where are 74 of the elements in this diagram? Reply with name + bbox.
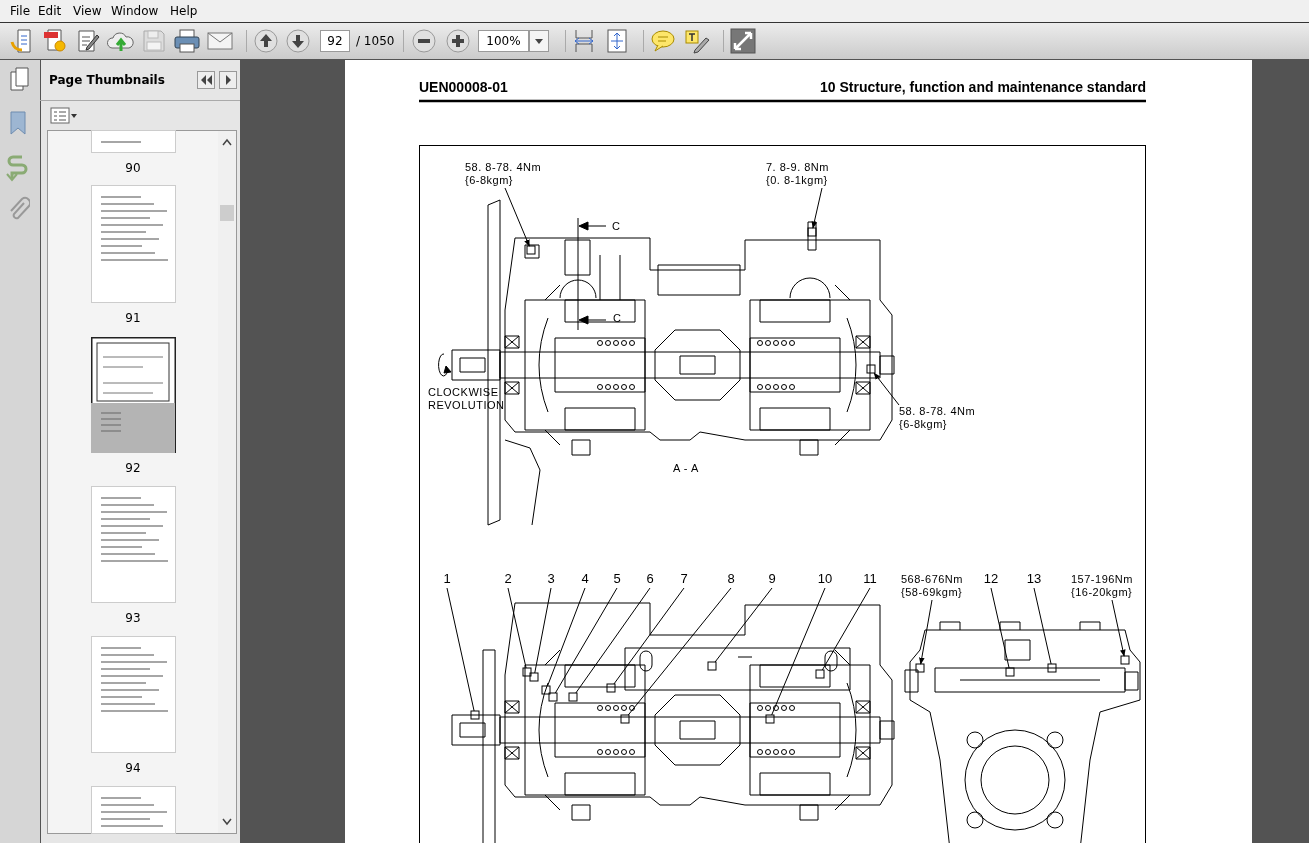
callout-number: 9 [763, 571, 781, 587]
drawing-label: CLOCKWISE REVOLUTION [428, 386, 506, 412]
page-number: 90 [124, 160, 142, 176]
machine-part [522, 667, 532, 677]
torque-label: 58. 8-78. 4Nm {6-8kgm} [465, 161, 553, 187]
callout-number: 3 [542, 571, 560, 587]
leader-line [873, 372, 900, 406]
callout-number: 6 [641, 571, 659, 587]
callout-number: 7 [675, 571, 693, 587]
zoom-field: 100% [478, 30, 529, 52]
menu-item: View [73, 3, 102, 19]
page-number: 93 [124, 610, 142, 626]
torque-label: 7. 8-9. 8Nm {0. 8-1kgm} [766, 161, 838, 187]
machine-part [815, 669, 825, 679]
machine-part [526, 245, 536, 255]
page-number: 92 [124, 460, 142, 476]
panel-title: Page Thumbnails [49, 72, 165, 88]
leader-line [446, 587, 475, 712]
leader-line [507, 587, 527, 669]
leader-line [771, 587, 826, 716]
machine-part [1047, 663, 1057, 673]
torque-label: 58. 8-78. 4Nm {6-8kgm} [899, 405, 987, 431]
callout-number: 8 [722, 571, 740, 587]
machine-part [620, 714, 630, 724]
callout-number: 1 [438, 571, 456, 587]
leader-line [821, 587, 871, 671]
drawing-label: C [613, 312, 622, 325]
page-number-field: 92 [320, 30, 350, 52]
machine-part [807, 227, 817, 237]
page-number: 91 [124, 310, 142, 326]
callout-number: 5 [608, 571, 626, 587]
leader-line [919, 599, 933, 665]
page-header: UEN00008-01 [419, 79, 508, 96]
page-header: 10 Structure, function and maintenance standard [820, 79, 1146, 96]
machine-part [1120, 655, 1130, 665]
leader-line [547, 587, 586, 687]
machine-part [707, 661, 717, 671]
torque-label: 157-196Nm {16-20kgm} [1071, 573, 1146, 599]
machine-part [548, 692, 558, 702]
menu-item: File [10, 3, 31, 19]
leader-line [627, 587, 732, 716]
leader-line [575, 587, 651, 694]
page-count: / 1050 [356, 33, 395, 49]
drawing-label: C [612, 220, 621, 233]
leader-line [1111, 599, 1126, 657]
leader-line [534, 587, 552, 674]
machine-part [529, 672, 539, 682]
leader-line [613, 587, 685, 685]
leader-line [714, 587, 773, 663]
callout-number: 2 [499, 571, 517, 587]
machine-part [541, 685, 551, 695]
leader-line [990, 587, 1010, 669]
callout-number: 10 [814, 571, 836, 587]
menu-item: Edit [38, 3, 62, 19]
menu-item: Window [111, 3, 159, 19]
machine-part [1005, 667, 1015, 677]
drawing-label: A - A [673, 462, 699, 475]
callout-number: 4 [576, 571, 594, 587]
page-number: 94 [124, 760, 142, 776]
machine-part [470, 710, 480, 720]
leader-line [811, 187, 823, 229]
machine-part [568, 692, 578, 702]
machine-part [765, 714, 775, 724]
callout-number: 11 [859, 571, 881, 587]
callout-number: 12 [980, 571, 1002, 587]
machine-part [866, 364, 876, 374]
leader-line [1033, 587, 1052, 665]
menu-item: Help [170, 3, 198, 19]
machine-part [915, 663, 925, 673]
callout-number: 13 [1023, 571, 1045, 587]
torque-label: 568-676Nm {58-69kgm} [901, 573, 976, 599]
machine-part [606, 683, 616, 693]
leader-line [554, 587, 618, 694]
leader-line [504, 187, 530, 247]
